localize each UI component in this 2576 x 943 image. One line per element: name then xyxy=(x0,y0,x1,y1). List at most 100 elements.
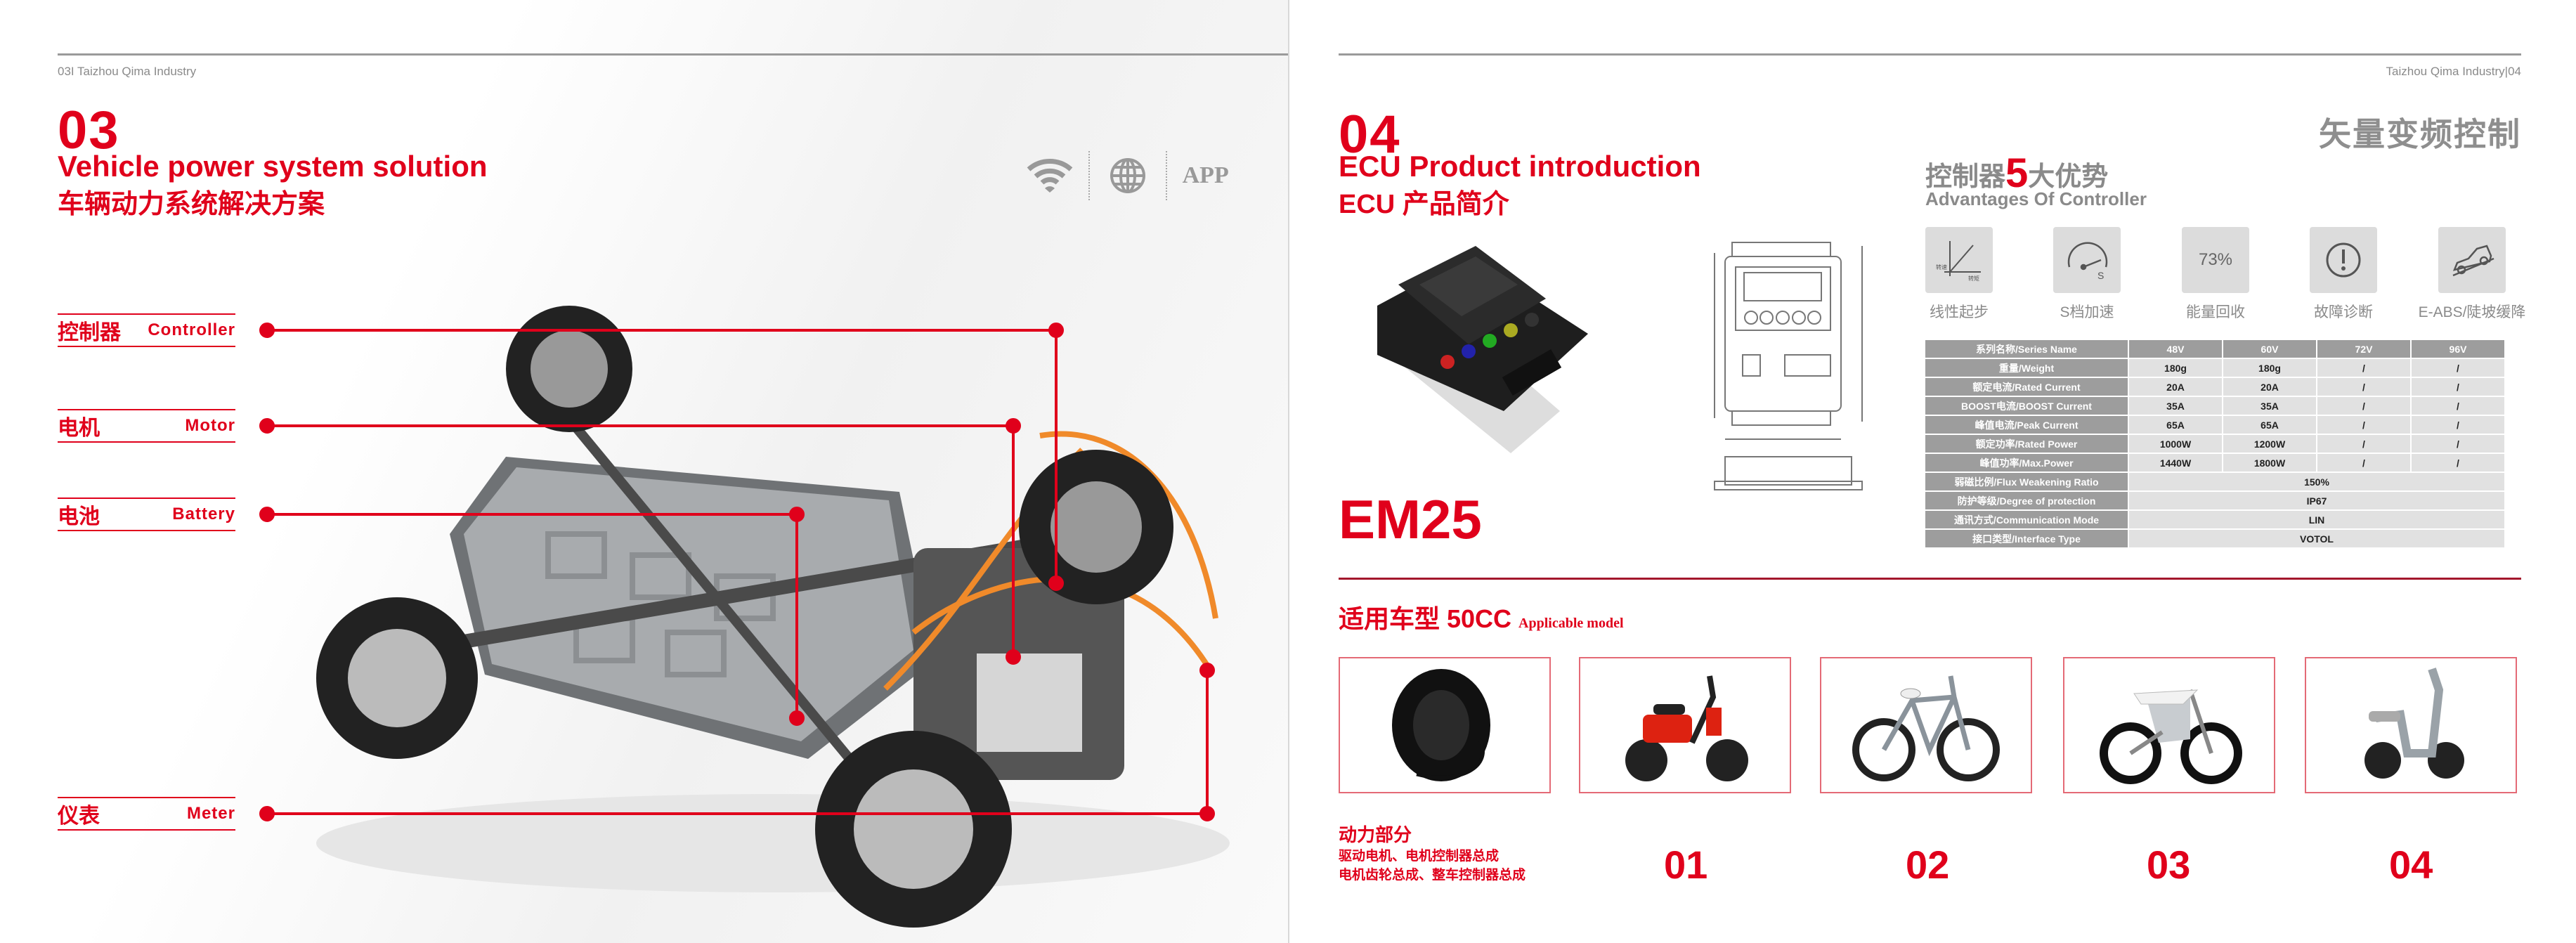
table-cell: 180g xyxy=(2223,359,2316,377)
wheel xyxy=(1019,450,1173,604)
table-row-label: 防护等级/Degree of protection xyxy=(1925,492,2128,509)
running-header: Taizhou Qima Industry|04 xyxy=(2386,65,2521,78)
table-cell: 65A xyxy=(2129,416,2222,434)
component-label-controller: 控制器 Controller xyxy=(58,313,235,347)
table-cell: VOTOL xyxy=(2129,530,2504,547)
ecu-technical-drawing xyxy=(1714,242,1863,490)
table-cell: 1200W xyxy=(2223,435,2316,453)
table-cell: / xyxy=(2412,378,2504,396)
table-row-label: BOOST电流/BOOST Current xyxy=(1925,397,2128,415)
power-line: 电机齿轮总成、整车控制器总成 xyxy=(1339,868,1526,883)
callout-lines xyxy=(259,323,1215,821)
globe-icon xyxy=(1090,151,1166,200)
table-cell: 1000W xyxy=(2129,435,2222,453)
section-number: 04 xyxy=(1339,105,1401,164)
label-cn: 仪表 xyxy=(58,805,100,828)
label-cn: 电机 xyxy=(58,417,100,440)
label-en: Meter xyxy=(186,804,235,823)
table-cell: / xyxy=(2317,359,2410,377)
table-cell: / xyxy=(2412,359,2504,377)
table-cell: / xyxy=(2412,454,2504,472)
linear-graph-icon: 转速转矩 xyxy=(1925,227,1993,293)
axis-x-label: 转矩 xyxy=(1968,275,1979,282)
header-rule xyxy=(1339,53,2521,56)
component-label-motor: 电机 Motor xyxy=(58,409,235,443)
table-cell: 150% xyxy=(2129,473,2504,490)
table-cell: / xyxy=(2317,416,2410,434)
alert-icon xyxy=(2310,227,2377,293)
advantages-title-pre: 控制器 xyxy=(1925,162,2006,193)
electric-dirt-bike-image xyxy=(2063,657,2275,793)
advantages-count: 5 xyxy=(2005,150,2029,196)
advantage-label: E-ABS/陡坡缓降 xyxy=(2418,304,2526,320)
table-cell: 48V xyxy=(2129,340,2222,358)
table-cell: 20A xyxy=(2223,378,2316,396)
section-rule xyxy=(1339,578,2521,580)
table-row-label: 额定电流/Rated Current xyxy=(1925,378,2128,396)
table-row-label: 额定功率/Rated Power xyxy=(1925,435,2128,453)
kids-bike-image xyxy=(1820,657,2032,793)
header-rule xyxy=(58,53,1288,56)
red-scooter-image xyxy=(1579,657,1791,793)
label-cn: 控制器 xyxy=(58,321,121,344)
power-line: 驱动电机、电机控制器总成 xyxy=(1339,849,1500,864)
s-glyph: S xyxy=(2097,270,2104,281)
table-row-label: 弱磁比例/Flux Weakening Ratio xyxy=(1925,473,2128,490)
label-en: Motor xyxy=(185,416,235,435)
power-title: 动力部分 xyxy=(1339,824,1412,845)
model-name: EM25 xyxy=(1339,488,1482,550)
vehicle-chassis-illustration xyxy=(259,306,1230,928)
table-cell: / xyxy=(2317,378,2410,396)
shadow xyxy=(316,794,1230,892)
applicable-title-en: Applicable model xyxy=(1518,616,1624,631)
axis-y-label: 转速 xyxy=(1936,264,1947,271)
table-row-label: 重量/Weight xyxy=(1925,359,2128,377)
divider xyxy=(1088,151,1090,200)
advantages-subtitle: Advantages Of Controller xyxy=(1925,188,2147,209)
table-cell: 72V xyxy=(2317,340,2410,358)
applicable-title: 适用车型 50CC Applicable model xyxy=(1339,599,1624,635)
ecu-product-image xyxy=(1377,246,1588,453)
table-cell: 35A xyxy=(2129,397,2222,415)
table-cell: 60V xyxy=(2223,340,2316,358)
advantage-label: 能量回收 xyxy=(2186,304,2245,320)
table-cell: 180g xyxy=(2129,359,2222,377)
table-cell: / xyxy=(2412,416,2504,434)
silver-scooter-image xyxy=(2305,657,2517,793)
table-row-label: 峰值电流/Peak Current xyxy=(1925,416,2128,434)
table-cell: 96V xyxy=(2412,340,2504,358)
label-cn: 电池 xyxy=(58,505,100,528)
hub-motor-image xyxy=(1339,657,1551,793)
advantage-label: 线性起步 xyxy=(1930,304,1989,320)
table-cell: 35A xyxy=(2223,397,2316,415)
section-number: 03 xyxy=(58,100,120,160)
table-cell: / xyxy=(2317,397,2410,415)
slogan: 矢量变频控制 xyxy=(2319,116,2521,152)
model-number: 04 xyxy=(2389,843,2433,887)
label-en: Controller xyxy=(148,320,235,339)
advantages-title-post: 大优势 xyxy=(2028,162,2109,193)
table-cell: / xyxy=(2317,435,2410,453)
wheel xyxy=(316,597,478,759)
feature-icons: APP xyxy=(1012,151,1244,200)
wifi-icon xyxy=(1012,151,1088,200)
advantage-label: S档加速 xyxy=(2060,304,2114,320)
table-row-label: 接口类型/Interface Type xyxy=(1925,530,2128,547)
table-cell: / xyxy=(2317,454,2410,472)
car-slope-icon xyxy=(2438,227,2506,293)
table-row-label: 峰值功率/Max.Power xyxy=(1925,454,2128,472)
model-number: 02 xyxy=(1906,843,1950,887)
table-cell: / xyxy=(2412,435,2504,453)
table-row-label: 系列名称/Series Name xyxy=(1925,340,2128,358)
table-row-label: 通讯方式/Communication Mode xyxy=(1925,511,2128,528)
table-cell: 1800W xyxy=(2223,454,2316,472)
